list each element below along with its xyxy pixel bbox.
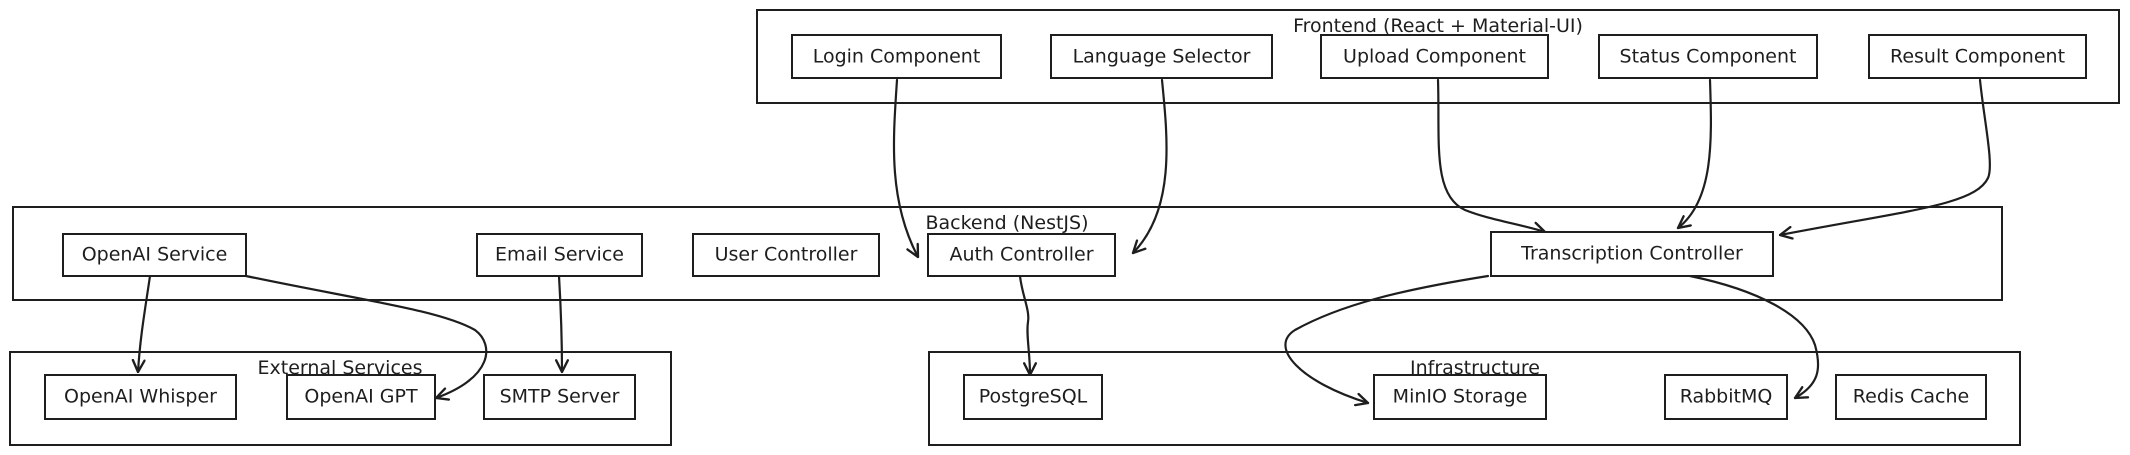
edge-transcription-to-minio <box>1284 274 1490 407</box>
node-login-component-box <box>791 34 1002 79</box>
node-email-service-box <box>476 233 643 277</box>
node-minio-storage-label: MinIO Storage <box>1393 386 1528 408</box>
group-infrastructure-title: Infrastructure <box>1410 357 1540 379</box>
edge-transcription-to-rabbitmq <box>1688 274 1820 400</box>
node-transcription-controller[interactable]: Transcription Controller <box>1490 231 1774 277</box>
node-openai-gpt-label: OpenAI GPT <box>304 386 418 408</box>
node-openai-whisper-label: OpenAI Whisper <box>64 386 217 408</box>
edge-upload-to-transcription <box>1436 78 1547 236</box>
node-openai-gpt[interactable]: OpenAI GPT <box>286 374 436 420</box>
edges <box>131 78 1991 407</box>
node-result-component-label: Result Component <box>1890 46 2065 68</box>
node-postgresql-box <box>963 374 1103 420</box>
node-smtp-server-label: SMTP Server <box>500 386 620 408</box>
node-auth-controller[interactable]: Auth Controller <box>927 233 1116 277</box>
group-backend-border <box>12 206 2003 301</box>
node-email-service[interactable]: Email Service <box>476 233 643 277</box>
group-frontend-title: Frontend (React + Material-UI) <box>1293 15 1583 37</box>
node-openai-service[interactable]: OpenAI Service <box>62 233 247 277</box>
node-openai-gpt-box <box>286 374 436 420</box>
node-upload-component-box <box>1320 34 1549 79</box>
node-smtp-server[interactable]: SMTP Server <box>483 374 636 420</box>
group-external-border <box>9 351 672 446</box>
node-language-selector[interactable]: Language Selector <box>1050 34 1273 79</box>
node-login-component-label: Login Component <box>813 46 981 68</box>
node-minio-storage-box <box>1373 374 1547 420</box>
node-language-selector-label: Language Selector <box>1073 46 1251 68</box>
node-email-service-label: Email Service <box>495 244 624 266</box>
edge-openai-to-whisper <box>131 274 152 374</box>
edge-openai-to-gpt <box>244 274 488 401</box>
node-redis-cache[interactable]: Redis Cache <box>1835 374 1987 420</box>
group-backend: Backend (NestJS) <box>12 206 2003 301</box>
node-result-component-box <box>1868 34 2087 79</box>
node-transcription-controller-box <box>1490 231 1774 277</box>
node-auth-controller-box <box>927 233 1116 277</box>
node-language-selector-box <box>1050 34 1273 79</box>
group-infrastructure: Infrastructure <box>928 351 2021 446</box>
node-status-component-label: Status Component <box>1620 46 1797 68</box>
node-redis-cache-label: Redis Cache <box>1853 386 1969 408</box>
node-transcription-controller-label: Transcription Controller <box>1520 243 1743 265</box>
node-status-component-box <box>1598 34 1818 79</box>
edge-email-to-smtp <box>554 274 569 374</box>
group-infrastructure-border <box>928 351 2021 446</box>
node-status-component[interactable]: Status Component <box>1598 34 1818 79</box>
node-minio-storage[interactable]: MinIO Storage <box>1373 374 1547 420</box>
node-upload-component[interactable]: Upload Component <box>1320 34 1549 79</box>
group-external-services: External Services <box>9 351 672 446</box>
node-postgresql[interactable]: PostgreSQL <box>963 374 1103 420</box>
node-result-component[interactable]: Result Component <box>1868 34 2087 79</box>
node-login-component[interactable]: Login Component <box>791 34 1002 79</box>
node-upload-component-label: Upload Component <box>1343 46 1526 68</box>
edge-status-to-transcription <box>1676 78 1713 230</box>
edge-language-to-auth <box>1131 78 1168 255</box>
edge-login-to-auth <box>892 78 920 259</box>
node-redis-cache-box <box>1835 374 1987 420</box>
group-backend-title: Backend (NestJS) <box>925 212 1088 234</box>
node-openai-whisper-box <box>44 374 237 420</box>
node-rabbitmq-box <box>1664 374 1788 420</box>
node-rabbitmq-label: RabbitMQ <box>1680 386 1773 408</box>
node-smtp-server-box <box>483 374 636 420</box>
node-openai-service-box <box>62 233 247 277</box>
node-auth-controller-label: Auth Controller <box>949 244 1093 266</box>
node-user-controller-box <box>692 233 880 277</box>
node-rabbitmq[interactable]: RabbitMQ <box>1664 374 1788 420</box>
node-openai-service-label: OpenAI Service <box>82 244 228 266</box>
node-user-controller[interactable]: User Controller <box>692 233 880 277</box>
edge-result-to-transcription <box>1778 78 1991 240</box>
node-postgresql-label: PostgreSQL <box>979 386 1088 408</box>
group-external-title: External Services <box>258 357 423 379</box>
node-openai-whisper[interactable]: OpenAI Whisper <box>44 374 237 420</box>
node-user-controller-label: User Controller <box>715 244 858 266</box>
edge-auth-to-postgres <box>1018 274 1037 377</box>
